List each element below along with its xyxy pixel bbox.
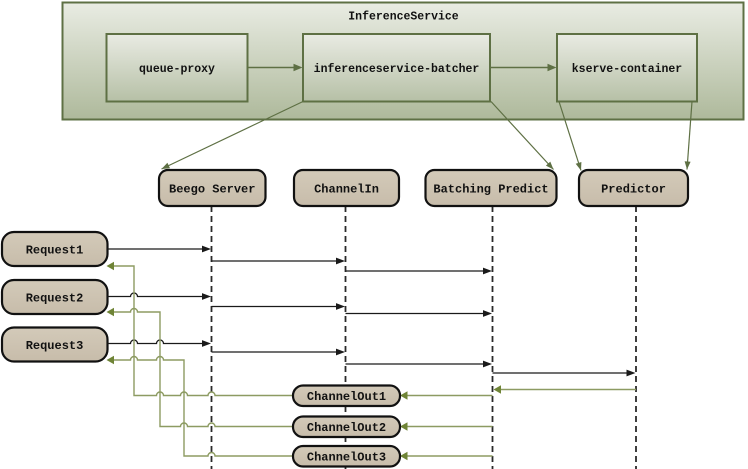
svg-text:Predictor: Predictor <box>601 183 666 197</box>
svg-text:ChannelOut2: ChannelOut2 <box>307 421 386 435</box>
svg-text:kserve-container: kserve-container <box>572 63 683 76</box>
svg-text:queue-proxy: queue-proxy <box>139 63 215 76</box>
svg-text:Beego Server: Beego Server <box>169 183 255 197</box>
svg-text:ChannelOut3: ChannelOut3 <box>307 451 386 465</box>
svg-text:InferenceService: InferenceService <box>348 11 459 24</box>
svg-text:ChannelIn: ChannelIn <box>314 183 379 197</box>
svg-text:Request3: Request3 <box>26 339 84 353</box>
svg-text:Batching Predict: Batching Predict <box>433 183 548 197</box>
svg-text:inferenceservice-batcher: inferenceservice-batcher <box>314 63 480 76</box>
svg-text:ChannelOut1: ChannelOut1 <box>307 390 386 404</box>
svg-text:Request2: Request2 <box>26 292 84 306</box>
svg-text:Request1: Request1 <box>26 244 84 258</box>
